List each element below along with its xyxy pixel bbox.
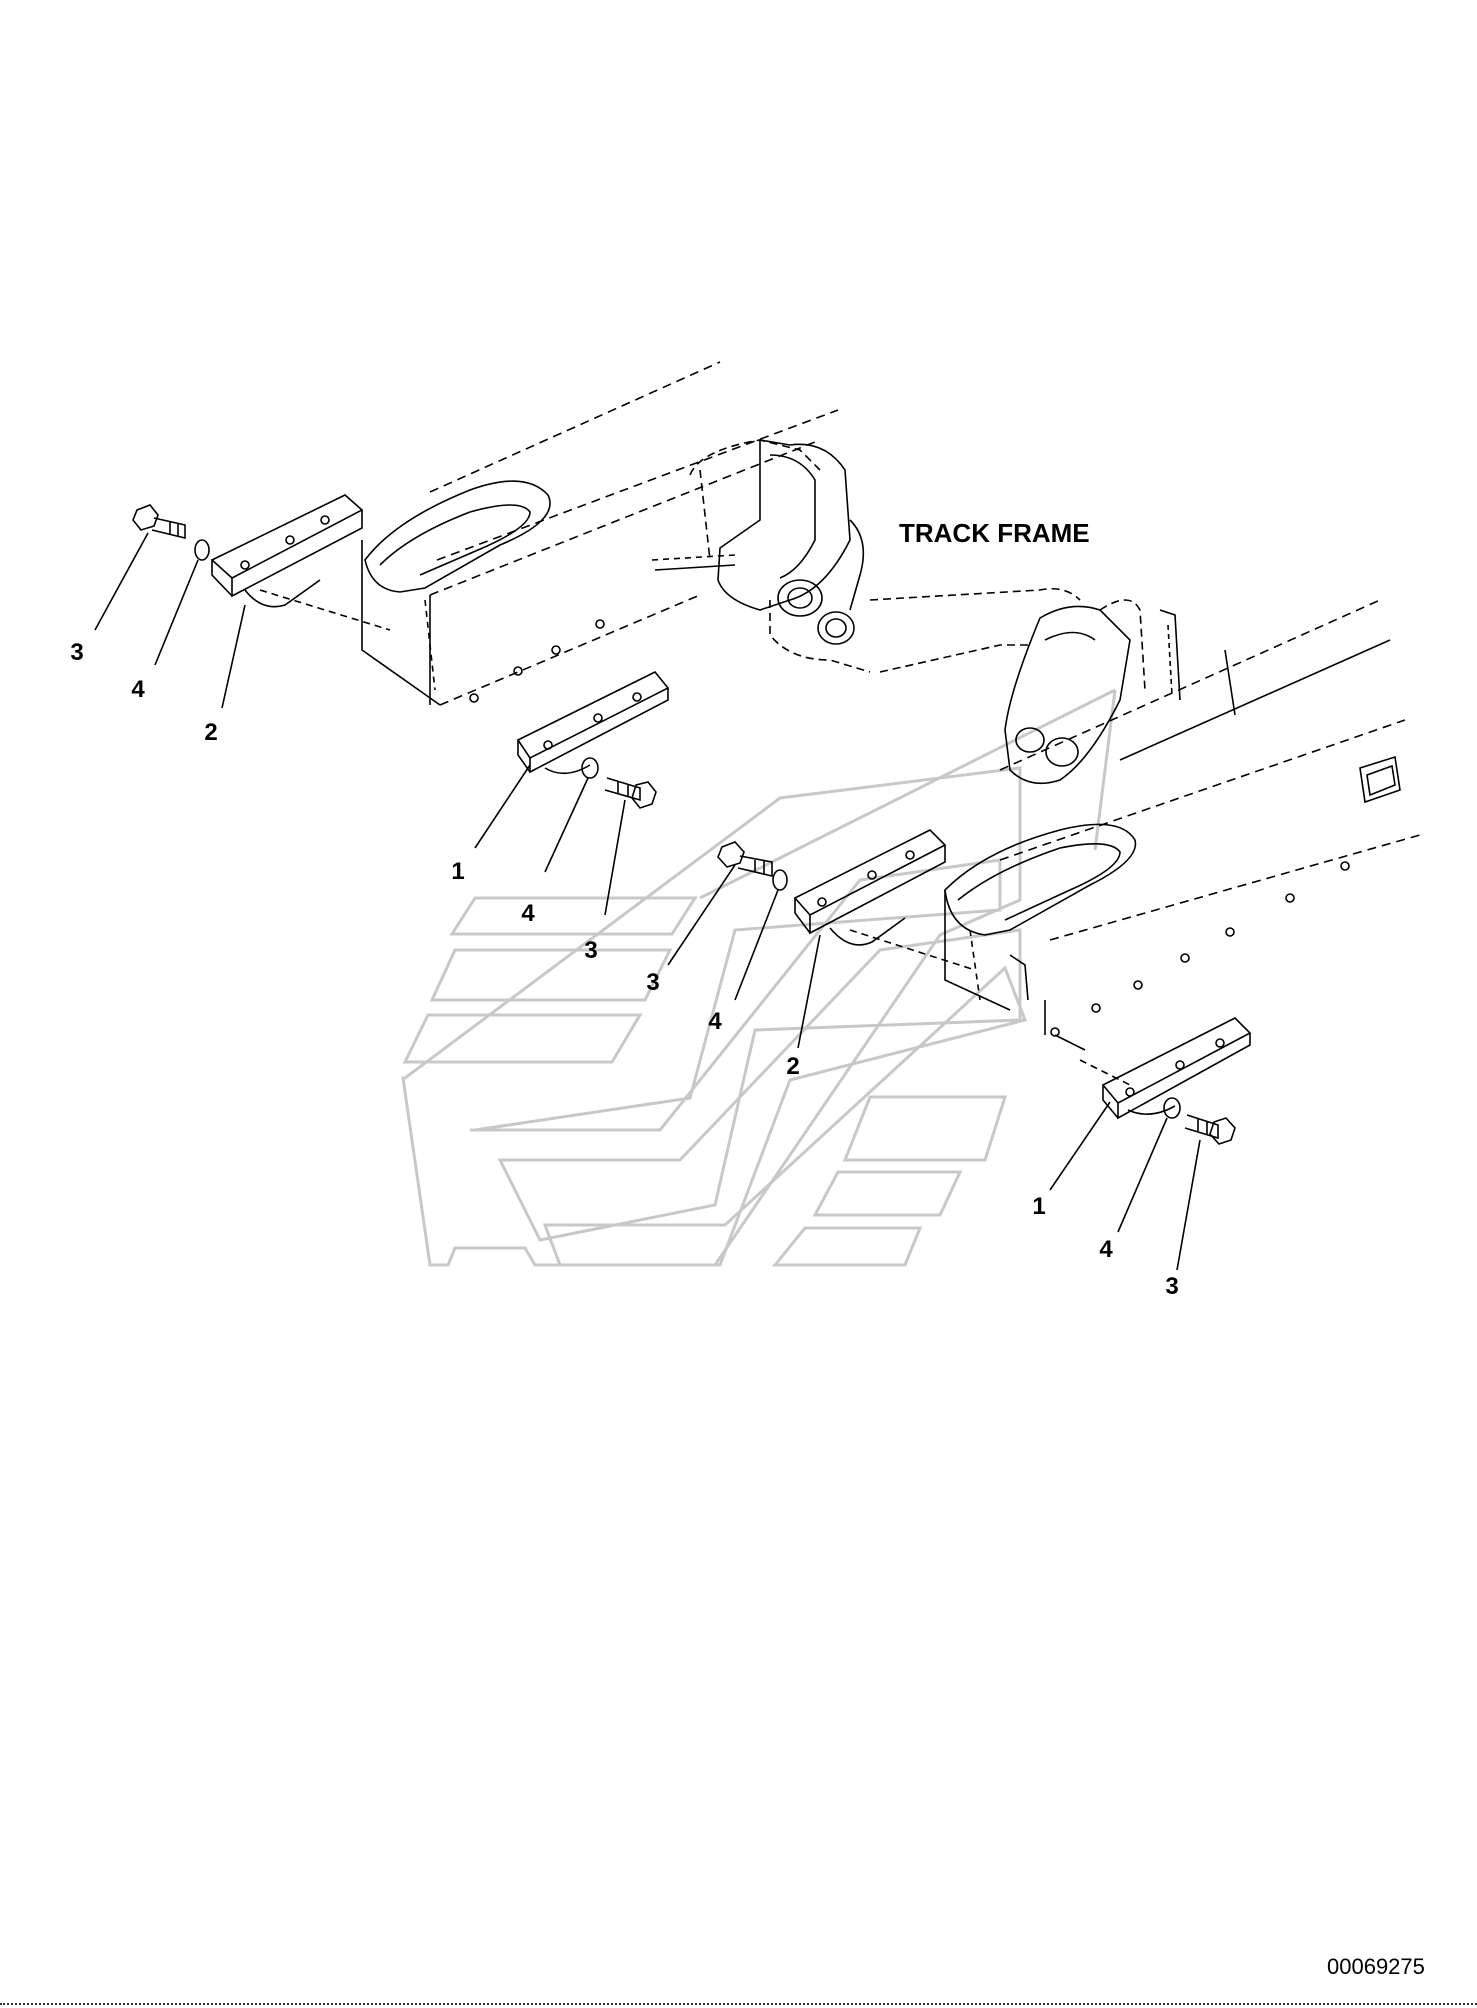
callout-3-upper-left: 3 [70, 639, 84, 666]
callout-3-lower-right: 3 [1165, 1273, 1179, 1300]
drawing-number: 00069275 [1327, 1954, 1425, 1979]
callout-1-center: 1 [451, 858, 465, 885]
callout-3-center: 3 [584, 937, 598, 964]
washer-part-lower-right [1163, 1097, 1181, 1119]
bracket-part-lower-right [1079, 1017, 1252, 1120]
track-frame-linework [361, 361, 1421, 1051]
track-frame-label: TRACK FRAME [899, 518, 1090, 548]
watermark-logo [401, 688, 1117, 1267]
callout-2-upper-left: 2 [204, 719, 218, 746]
callout-4-upper-left: 4 [131, 676, 145, 703]
callout-4-center: 4 [521, 900, 535, 927]
callout-2-mid: 2 [786, 1053, 800, 1080]
washer-part-upper-left [194, 539, 210, 561]
bracket-part-upper-left [210, 494, 391, 631]
bottom-dotted-border [0, 2003, 1477, 2005]
bolt-part-upper-left [132, 504, 186, 540]
bolt-part-mid [717, 841, 773, 878]
bolt-part-center [604, 777, 657, 809]
callout-4-mid: 4 [708, 1008, 722, 1035]
parts-linework [132, 494, 1252, 1145]
bolt-part-lower-right [1184, 1114, 1236, 1145]
washer-part-center [581, 757, 599, 779]
bracket-part-mid [793, 829, 976, 971]
washer-part-mid [772, 869, 788, 891]
callout-3-mid: 3 [646, 969, 660, 996]
callout-1-lower-right: 1 [1032, 1193, 1046, 1220]
callout-4-lower-right: 4 [1099, 1236, 1113, 1263]
leader-lines [94, 532, 1201, 1271]
